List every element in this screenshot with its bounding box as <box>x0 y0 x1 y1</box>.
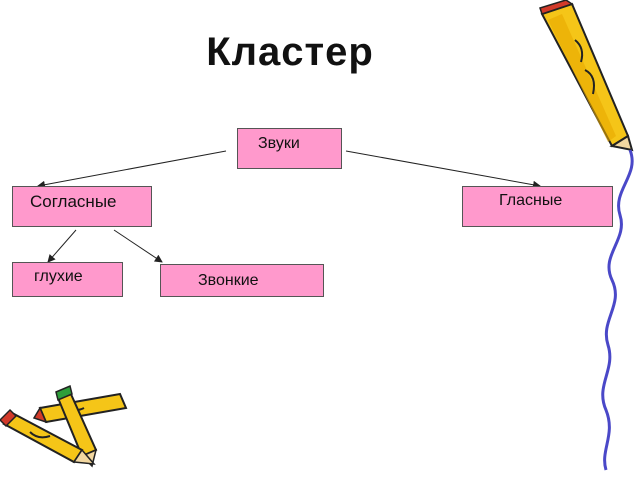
arrow-consonants-voiceless <box>47 229 77 263</box>
arrow-consonants-voiced <box>113 229 163 263</box>
node-voiced: Звонкие <box>160 264 324 297</box>
pencil-icon <box>32 392 128 424</box>
pencil-icon <box>539 0 634 152</box>
node-sounds: Звуки <box>237 128 342 169</box>
wavy-line <box>601 149 634 471</box>
diagram-title: Кластер <box>206 30 374 74</box>
arrow-sounds-consonants <box>37 150 227 189</box>
node-vowels-label: Гласные <box>499 192 563 209</box>
arrow-sounds-vowels <box>345 150 541 189</box>
node-consonants-label: Согласные <box>30 192 117 211</box>
node-consonants: Согласные <box>12 186 152 227</box>
node-voiceless-label: глухие <box>34 268 83 285</box>
node-voiced-label: Звонкие <box>198 272 259 289</box>
node-voiceless: глухие <box>12 262 123 297</box>
pencil-icon <box>0 408 96 465</box>
node-vowels: Гласные <box>462 186 613 227</box>
node-sounds-label: Звуки <box>258 135 300 152</box>
